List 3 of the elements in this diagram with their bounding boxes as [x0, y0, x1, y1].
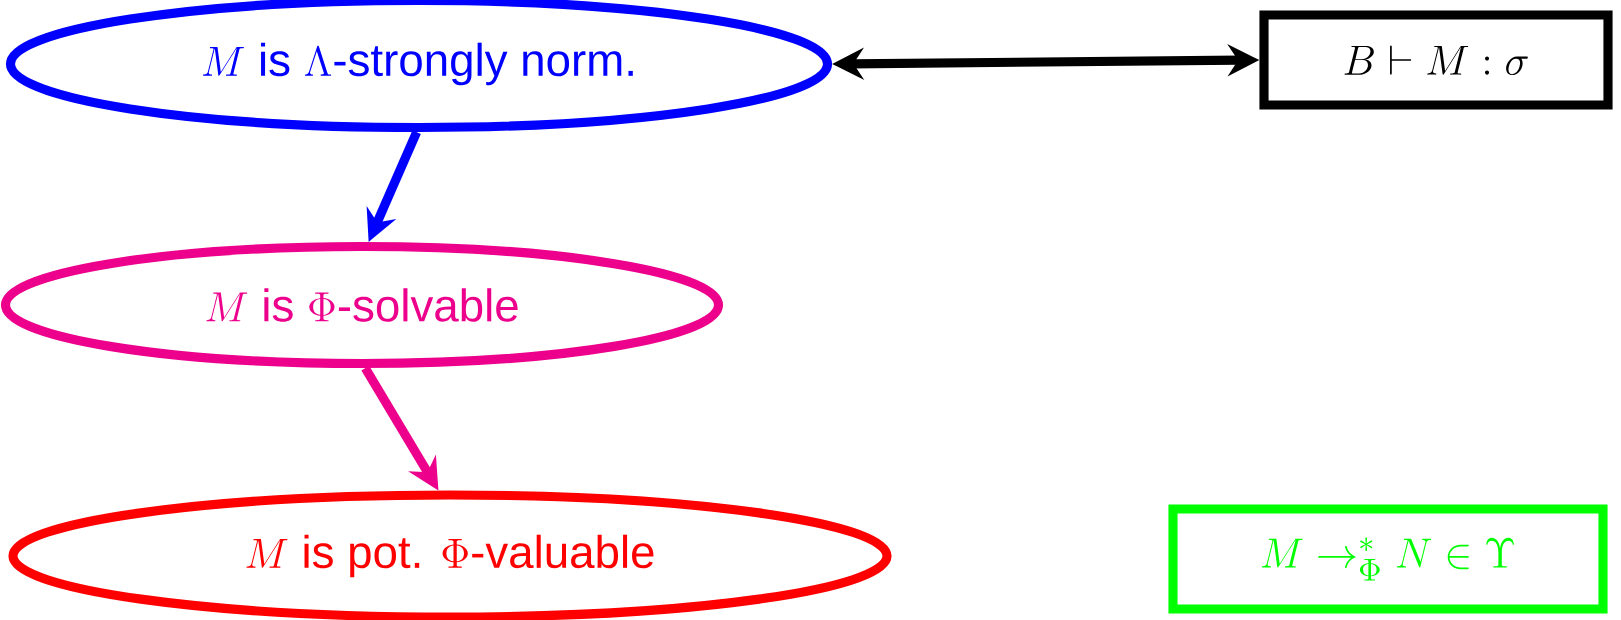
ellipse-node: $M \text{ is } \Phi\text{-solvable}$ [0, 241, 724, 369]
formula-box: $M \to^{*}_{\Phi} N \in \Upsilon$ [1168, 504, 1608, 614]
formula-box: $B \vdash M : \sigma$ [1259, 10, 1613, 110]
